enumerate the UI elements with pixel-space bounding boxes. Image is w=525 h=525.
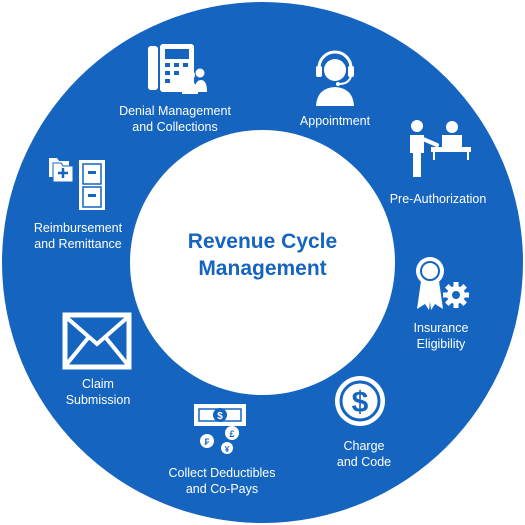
step-label-appointment: Appointment xyxy=(299,114,371,128)
step-label-charge-and-code: Charge and Code xyxy=(336,439,392,469)
step-label-insurance-eligibility: Insurance Eligibility xyxy=(413,321,469,351)
svg-text:¥: ¥ xyxy=(225,445,230,454)
money-coins-icon: $ £ ₣ ¥ xyxy=(192,401,252,455)
step-label-pre-authorization: Pre-Authorization xyxy=(389,192,487,206)
svg-text:₣: ₣ xyxy=(204,437,209,447)
step-label-collect-deductibles: Collect Deductibles and Co-Pays xyxy=(168,466,276,496)
step-label-claim-submission: Claim Submission xyxy=(65,377,131,407)
center-title-line2: Management xyxy=(198,257,327,280)
step-label-denial-management: Denial Management and Collections xyxy=(119,104,231,134)
svg-text:$: $ xyxy=(352,386,369,419)
file-cabinet-icon xyxy=(47,150,109,212)
center-title-line1: Revenue Cycle xyxy=(187,230,338,253)
envelope-icon xyxy=(62,312,132,370)
svg-text:$: $ xyxy=(217,411,223,422)
pre-authorization-icon xyxy=(404,117,474,179)
center-title: Revenue Cycle Management xyxy=(130,228,395,282)
step-label-reimbursement: Reimbursement and Remittance xyxy=(33,221,123,251)
appointment-headset-icon xyxy=(313,44,357,108)
center-hub xyxy=(130,130,395,395)
svg-text:£: £ xyxy=(229,429,234,439)
phone-team-icon xyxy=(146,42,208,100)
insurance-eligibility-icon xyxy=(410,255,472,313)
dollar-coin-icon: $ xyxy=(334,375,386,427)
